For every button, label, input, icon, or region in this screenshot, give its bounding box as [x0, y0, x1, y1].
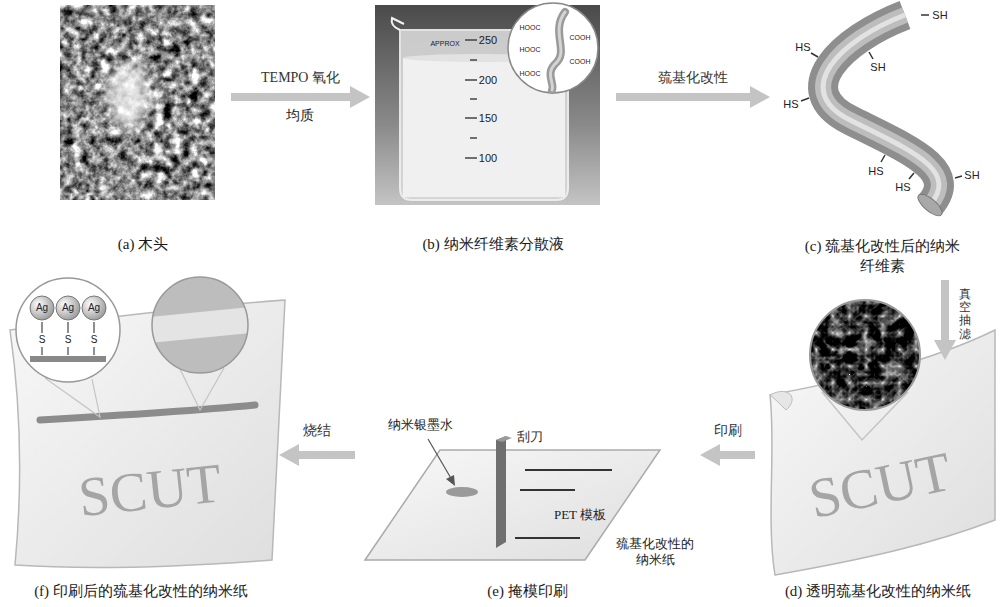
paper-surface — [30, 356, 106, 362]
thiol-fiber — [801, 15, 962, 219]
caption-block: (c) 巯基化改性后的纳米 纤维素 — [788, 237, 978, 276]
process-arrow — [231, 93, 350, 101]
caption-block: (f) 印刷后的巯基化改性的纳米纸 — [6, 582, 276, 602]
volume-mark: 250 — [479, 34, 497, 47]
fiber-network — [810, 300, 920, 410]
nanopaper-sheet — [770, 300, 995, 575]
sky-patch — [106, 61, 150, 129]
carboxyl-group: HOOC — [520, 46, 541, 54]
fiber-end — [915, 191, 946, 220]
silver-particle — [30, 296, 54, 320]
fiber-shade — [823, 15, 939, 205]
part-label: 巯基化改性的 纳米纸 — [610, 536, 700, 569]
atom-label: S — [39, 334, 46, 346]
stage-caption: (b) 纳米纤维素分散液 — [373, 235, 613, 255]
beaker-spout — [392, 18, 404, 30]
carboxyl-group: COOH — [570, 58, 591, 66]
process-arrows — [231, 97, 945, 455]
zoom-leader — [45, 378, 100, 417]
carboxyl-group: HOOC — [520, 70, 541, 78]
nanopaper-plate — [365, 450, 660, 560]
caption-block: (e) 掩模印刷 — [378, 582, 678, 602]
foliage-texture — [60, 5, 215, 200]
zoom-circle — [152, 277, 248, 373]
stage-caption: (c) 巯基化改性后的纳米 纤维素 — [788, 237, 978, 276]
volume-mark: 100 — [479, 152, 497, 165]
caption-block: (d) 透明巯基化改性的纳米纸 — [758, 582, 998, 602]
fiber-highlight — [823, 15, 939, 205]
beaker-marking: APPROX — [430, 40, 459, 48]
step-label: TEMPO 氧化 — [261, 70, 340, 86]
ink-leader-head — [446, 475, 455, 486]
fiber-inset — [508, 3, 598, 93]
fiber-highlight — [550, 12, 565, 90]
silver-particle — [56, 296, 80, 320]
beaker-photo — [375, 3, 600, 205]
silver-particle — [82, 296, 106, 320]
part-label: 刮刀 — [517, 430, 543, 445]
stage-caption: (d) 透明巯基化改性的纳米纸 — [758, 582, 998, 602]
scraper-blade — [496, 436, 506, 548]
atom-label: S — [91, 334, 98, 346]
atom-label: S — [65, 334, 72, 346]
silver-line — [40, 405, 255, 420]
step-label: 印刷 — [714, 423, 742, 439]
volume-mark: 150 — [479, 112, 497, 125]
ink-leader — [428, 439, 452, 480]
process-arrow — [299, 451, 355, 459]
carboxyl-fiber — [550, 12, 565, 90]
pet-mask-lines — [515, 470, 612, 538]
thiol-group: HS — [783, 98, 798, 111]
mask-printing — [365, 436, 660, 560]
process-arrow — [616, 93, 750, 101]
stage-caption: (a) 木头 — [58, 235, 228, 255]
thiol-bonds — [801, 15, 962, 179]
wood-photo — [60, 5, 215, 200]
silver-ink — [446, 487, 478, 497]
wood-stage: (a) 木头 — [55, 0, 231, 258]
thiol-group: SH — [932, 9, 947, 22]
volume-mark: 200 — [479, 74, 497, 87]
scraper-top — [496, 436, 512, 442]
process-note: 均质 — [286, 108, 314, 124]
bond-inset — [16, 278, 120, 382]
stage-caption: (f) 印刷后的巯基化改性的纳米纸 — [6, 582, 276, 602]
caption-block: (b) 纳米纤维素分散液 — [373, 235, 613, 255]
process-arrow — [941, 280, 949, 340]
atom-label: Ag — [36, 302, 48, 314]
process-arrow — [720, 451, 755, 459]
step-label: 巯基化改性 — [658, 70, 728, 86]
printed-sheet — [10, 277, 285, 567]
step-label: 真空抽滤 — [959, 288, 971, 341]
watermark: SCUT — [803, 439, 956, 532]
thiol-group: SH — [870, 61, 885, 74]
part-label: 纳米银墨水 — [388, 418, 453, 433]
step-label: 烧结 — [303, 423, 331, 439]
watermark: SCUT — [75, 450, 224, 529]
atom-label: Ag — [88, 302, 100, 314]
stage-caption: (e) 掩模印刷 — [378, 582, 678, 602]
paper-curl — [770, 391, 792, 410]
printed-paper-stage: (f) 印刷后的巯基化改性的纳米纸 — [3, 285, 279, 605]
carboxyl-group: COOH — [570, 34, 591, 42]
atom-label: Ag — [62, 302, 74, 314]
sulfur-bonds — [42, 322, 94, 355]
caption-block: (a) 木头 — [58, 235, 228, 255]
part-label: PET 模板 — [554, 508, 606, 523]
thiol-group: HS — [868, 165, 883, 178]
carboxyl-group: HOOC — [520, 24, 541, 32]
thiol-group: HS — [795, 41, 810, 54]
zoom-leader — [180, 368, 224, 410]
thiol-group: HS — [895, 181, 910, 194]
zoom-circle — [810, 300, 920, 410]
fiber-tube — [823, 15, 939, 205]
thiol-group: SH — [964, 169, 979, 182]
volume-ticks — [465, 40, 477, 158]
silver-band — [140, 306, 260, 344]
